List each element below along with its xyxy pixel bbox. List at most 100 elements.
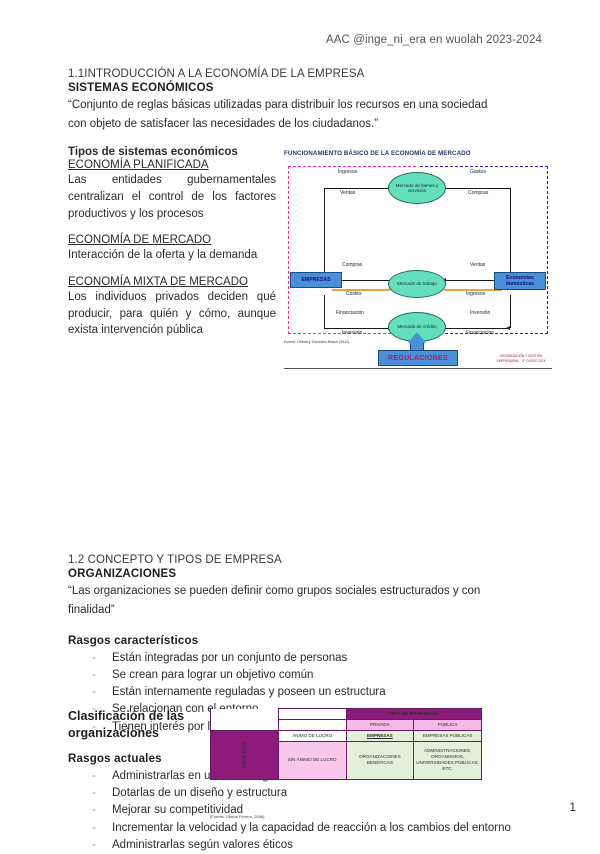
diagram-spacer: [68, 366, 540, 554]
label-gastos-top: Gastos: [470, 169, 486, 176]
rasgos-caracteristicos-heading: Rasgos característicos: [68, 634, 199, 647]
tipo-mercado-body: Interacción de la oferta y la demanda: [68, 249, 258, 262]
axis-label-objetivo: OBJETIVO: [210, 729, 279, 780]
types-column: Tipos de sistemas económicos ECONOMÍA PL…: [68, 146, 276, 339]
diagram-canvas: EMPRESAS Economías domésticas Mercado de…: [284, 162, 552, 354]
bullet-dash-icon: -: [92, 651, 96, 664]
label-inversion-right: Inversión: [470, 310, 491, 317]
bullet-dash-icon: -: [92, 787, 96, 800]
diagram-source-note: Fuente: Úbeda y González-Bosch (2012): [284, 340, 350, 345]
node-economias-domesticas: Economías domésticas: [494, 272, 546, 291]
flow-line-mid-left-orange: [332, 289, 390, 291]
bullet-dash-icon: -: [92, 804, 96, 817]
cell-empresas-publicas: EMPRESAS PÚBLICAS: [413, 729, 482, 742]
section-1-1-title: 1.1INTRODUCCIÓN A LA ECONOMÍA DE LA EMPR…: [68, 68, 365, 80]
organizaciones-quote-line-2: finalidad”: [68, 604, 115, 617]
tipo-planificada-name: ECONOMÍA PLANIFICADA: [68, 159, 209, 172]
diagram-footer-note: ORGANIZACIÓN Y GESTIÓN EMPRESARIAL · 2º …: [496, 354, 546, 363]
diagram-bottom-rule: [284, 368, 552, 370]
organizaciones-quote-line-1: “Las organizaciones se pueden definir co…: [68, 585, 481, 598]
sistemas-economicos-heading: SISTEMAS ECONÓMICOS: [68, 82, 214, 94]
economic-flow-diagram: FUNCIONAMIENTO BÁSICO DE LA ECONOMÍA DE …: [284, 150, 552, 370]
node-regulaciones: REGULACIONES: [378, 350, 458, 367]
header-tipo-propiedad: TIPO DE PROPIEDAD: [345, 708, 482, 720]
bullet-dash-icon: -: [92, 668, 96, 681]
list-item-label: Incrementar la velocidad y la capacidad …: [112, 821, 511, 834]
header-publica: PÚBLICA: [413, 718, 482, 731]
label-ingresos-top: Ingresos: [338, 169, 358, 176]
page-number: 1: [569, 800, 576, 814]
arrow-from-mercado-credito-right: [506, 325, 510, 330]
flow-line-bottom-right-vertical: [510, 295, 511, 329]
table-blank-2: [210, 719, 279, 731]
section-1-2-title: 1.2 CONCEPTO Y TIPOS DE EMPRESA: [68, 554, 282, 567]
classification-section: Clasificación de las organizaciones TIPO…: [68, 708, 540, 819]
rasgos-actuales-list: -Administrarlas en un entorno global -Do…: [68, 768, 540, 854]
page-watermark-header: AAC @inge_ni_era en wuolah 2023-2024: [325, 34, 542, 46]
list-item: - Están integradas por un conjunto de per…: [68, 650, 540, 667]
flow-line-top-right-vertical: [510, 188, 511, 279]
flow-line-bottom-left-horizontal: [324, 328, 390, 330]
bullet-dash-icon: -: [92, 821, 96, 834]
sistemas-economicos-quote-line-2: con objeto de satisfacer las necesidades…: [68, 117, 379, 130]
regulations-arrow-head: [408, 332, 426, 344]
tipo-mercado-name: ECONOMÍA DE MERCADO: [68, 234, 212, 247]
label-costes-mid: Costes: [346, 291, 362, 298]
row-label-animo-de-lucro: ÁNIMO DE LUCRO: [277, 729, 347, 742]
cell-administraciones-publicas: ADMINISTRACIONES, ORGANISMOS, UNIVERSIDA…: [413, 740, 482, 780]
list-item-label: Se crean para lograr un objetivo común: [112, 668, 314, 681]
label-financiacion-right: Financiación: [466, 330, 495, 337]
table-blank-3: [277, 718, 347, 731]
label-compras-top: Compras: [468, 190, 489, 197]
list-item-label: Están internamente reguladas y poseen un…: [112, 686, 386, 699]
cell-organizaciones-beneficas: ORGANIZACIONES BENÉFICAS: [345, 740, 415, 780]
axis-label-objetivo-text: OBJETIVO: [241, 741, 247, 769]
cell-empresas-text: EMPRESAS: [366, 732, 393, 738]
types-and-diagram-row: Tipos de sistemas económicos ECONOMÍA PL…: [68, 146, 552, 370]
flow-line-bottom-left-vertical: [324, 295, 325, 329]
cell-empresas: EMPRESAS: [345, 729, 415, 742]
list-item-label: Mejorar su competitividad: [112, 804, 244, 817]
label-ventas-top: Ventas: [340, 190, 356, 197]
table-corner-blank-2: [277, 708, 347, 720]
flow-line-bottom-right-horizontal: [444, 328, 510, 330]
list-item: - Incrementar la velocidad y la capacidad…: [68, 820, 540, 837]
label-ventas-mid: Ventas: [470, 262, 486, 269]
node-mercado-bienes-servicios: Mercado de bienes y servicios: [388, 172, 446, 205]
bullet-dash-icon: -: [92, 720, 96, 733]
bullet-dash-icon: -: [92, 838, 96, 851]
list-item-label: Dotarlas de un diseño y estructura: [112, 787, 288, 800]
list-item-label: Administrarlas según valores éticos: [112, 838, 293, 851]
label-compras-mid: Compras: [342, 262, 363, 269]
table-row: OBJETIVO ÁNIMO DE LUCRO EMPRESAS EMPRESA…: [210, 729, 482, 780]
bullet-dash-icon: -: [92, 686, 96, 699]
list-item-label: Están integradas por un conjunto de pers…: [112, 651, 348, 664]
diagram-title: FUNCIONAMIENTO BÁSICO DE LA ECONOMÍA DE …: [284, 150, 471, 158]
table-row: TIPO DE PROPIEDAD: [210, 708, 482, 720]
list-item: - Se crean para lograr un objetivo común: [68, 667, 540, 684]
label-financiacion-left: Financiación: [336, 310, 365, 317]
tipos-sistemas-heading: Tipos de sistemas económicos: [68, 146, 238, 159]
classification-title: Clasificación de las organizaciones: [68, 709, 185, 740]
tipo-mixta-name: ECONOMÍA MIXTA DE MERCADO: [68, 276, 248, 289]
list-item: - Administrarlas según valores éticos: [68, 837, 540, 854]
list-item: - Dotarlas de un diseño y estructura: [68, 785, 540, 802]
flow-line-mid-right: [444, 280, 502, 282]
sistemas-economicos-quote-line-1: “Conjunto de reglas básicas utilizadas p…: [68, 99, 488, 111]
flow-line-top-right-horizontal: [444, 188, 510, 190]
classification-source-note: (Fuente: Úbeda Ferrero, 2008): [210, 814, 265, 819]
dashed-loop-blue: [420, 166, 548, 335]
dashed-loop-pink: [288, 166, 416, 335]
regulations-arrow-stem: [410, 342, 424, 353]
bullet-dash-icon: -: [92, 769, 96, 782]
node-mercado-trabajo: Mercado de trabajo: [388, 270, 446, 299]
tipo-planificada-body: Las entidades gubernamentales centraliza…: [68, 174, 276, 220]
label-ingresos-mid: Ingresos: [466, 291, 486, 298]
bullet-dash-icon: -: [92, 703, 96, 716]
flow-line-mid-right-orange: [444, 289, 502, 291]
organizaciones-heading: ORGANIZACIONES: [68, 568, 177, 581]
node-empresas: EMPRESAS: [290, 272, 342, 289]
flow-line-top-left-horizontal: [324, 188, 390, 190]
rasgos-actuales-heading: Rasgos actuales: [68, 752, 162, 765]
